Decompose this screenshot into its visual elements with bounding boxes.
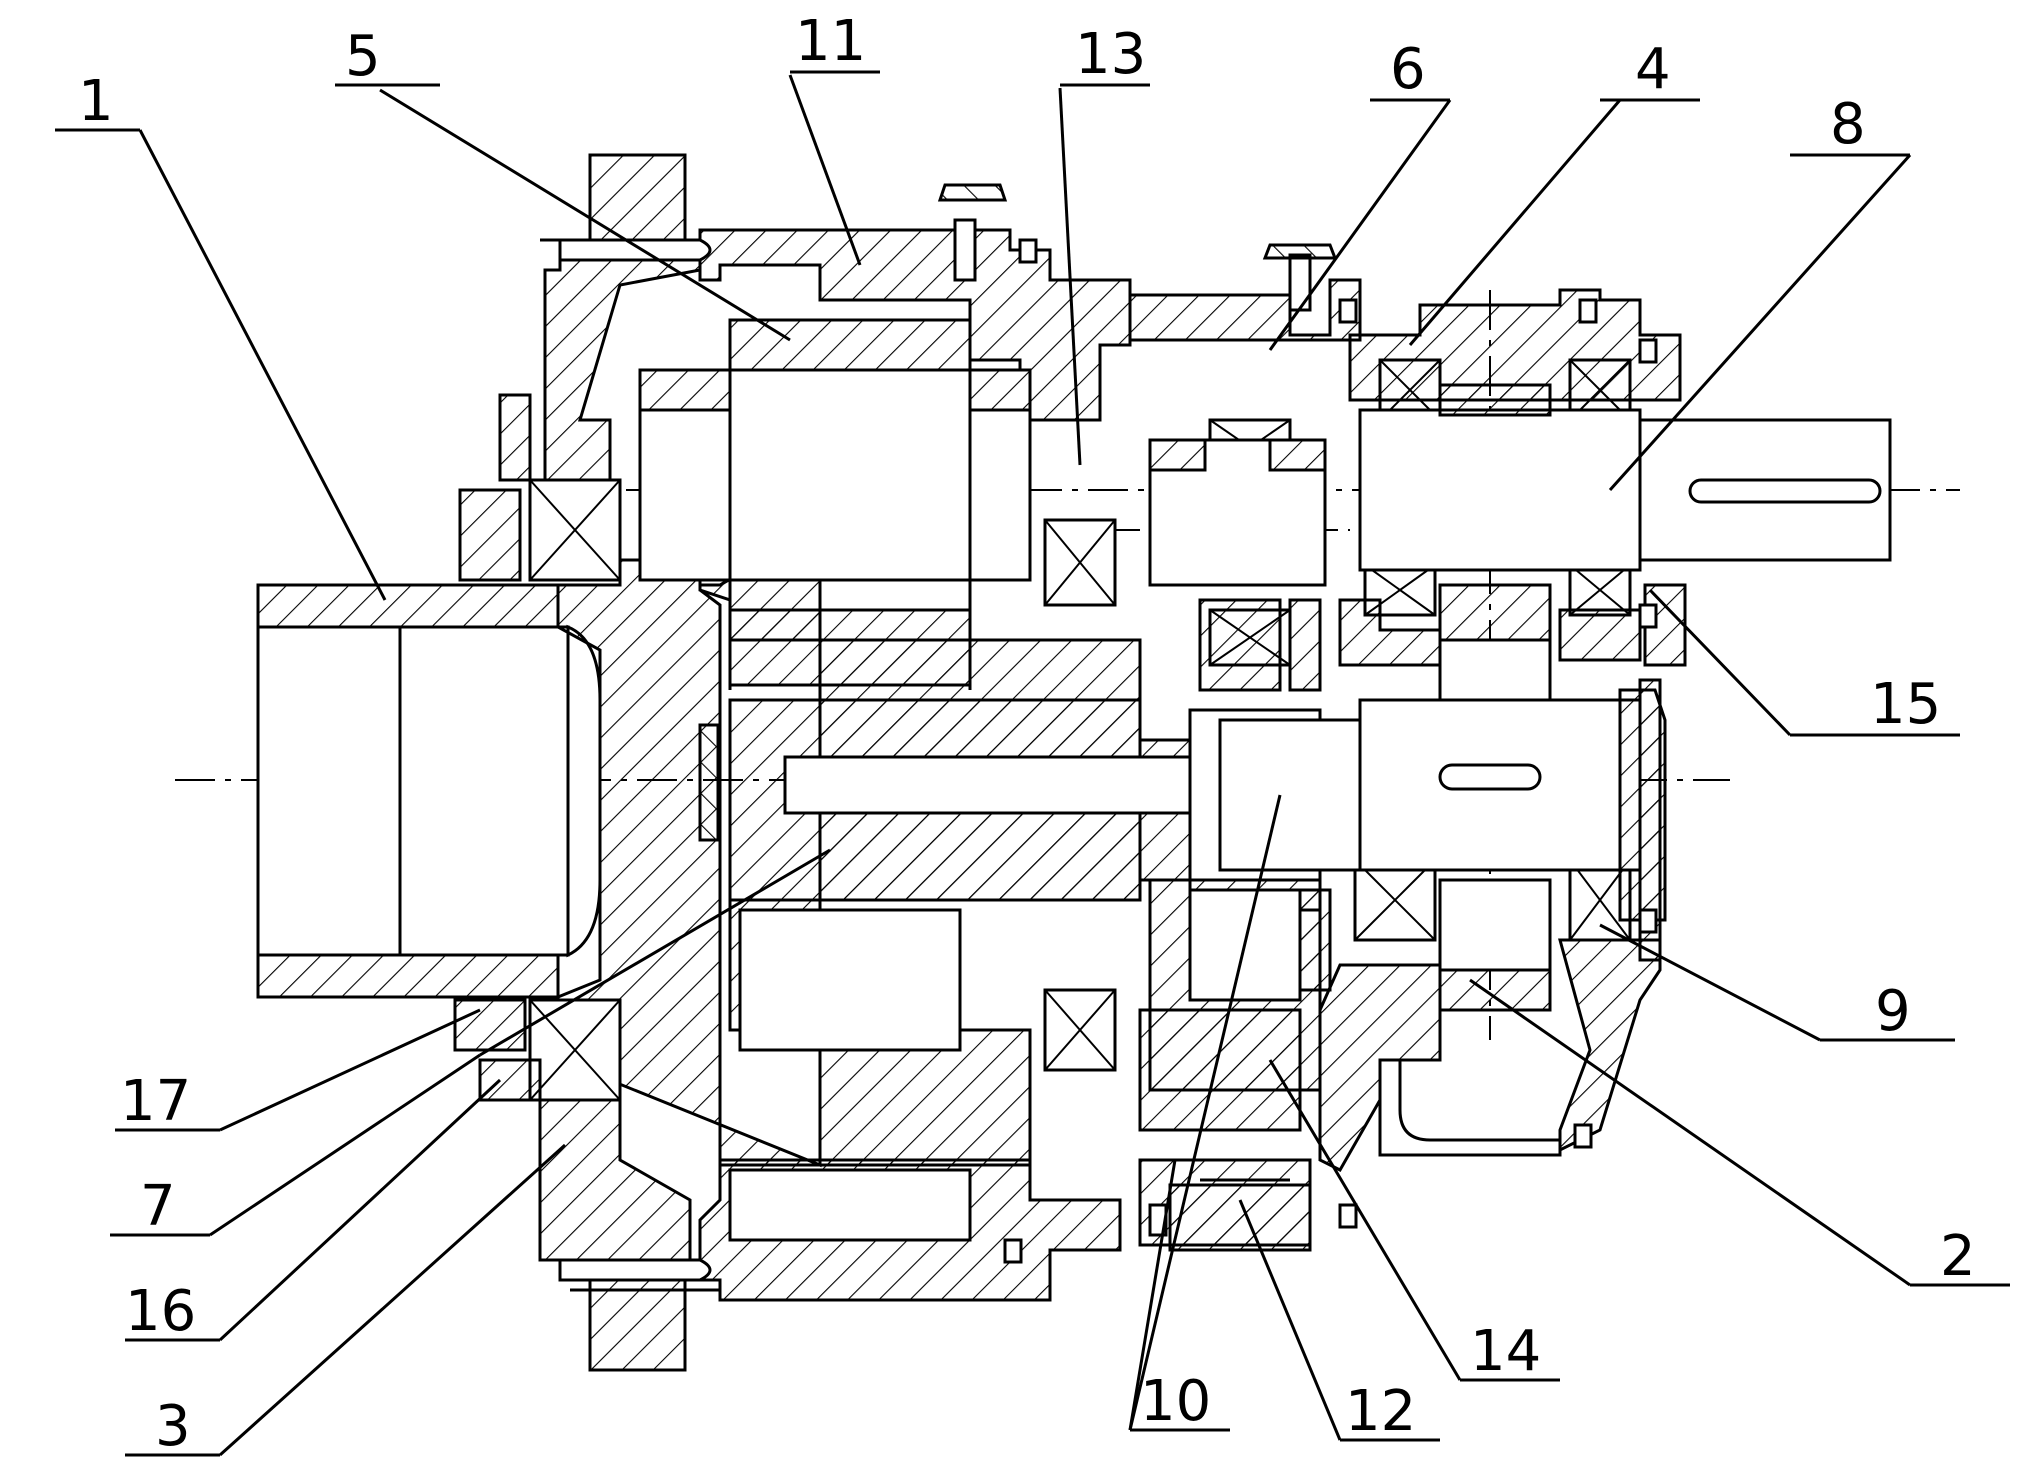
callout-4: 4 xyxy=(1635,37,1671,102)
callout-14: 14 xyxy=(1470,1319,1541,1384)
callout-12: 12 xyxy=(1345,1379,1416,1444)
orbit-gear xyxy=(1150,880,1320,1250)
callout-2: 2 xyxy=(1940,1224,1976,1289)
callout-17: 17 xyxy=(120,1069,191,1134)
callout-16: 16 xyxy=(125,1279,196,1344)
callout-10: 10 xyxy=(1140,1369,1211,1434)
input-hollow-shaft xyxy=(258,585,600,997)
callout-1: 1 xyxy=(78,69,114,134)
callout-3: 3 xyxy=(155,1394,191,1459)
callout-15: 15 xyxy=(1870,672,1941,737)
callout-7: 7 xyxy=(140,1174,176,1239)
callout-5: 5 xyxy=(345,24,381,89)
callout-9: 9 xyxy=(1875,979,1911,1044)
callout-13: 13 xyxy=(1075,22,1146,87)
callout-11: 11 xyxy=(795,9,866,74)
sun-shaft xyxy=(700,700,1225,900)
callout-8: 8 xyxy=(1830,92,1866,157)
callout-6: 6 xyxy=(1390,37,1426,102)
